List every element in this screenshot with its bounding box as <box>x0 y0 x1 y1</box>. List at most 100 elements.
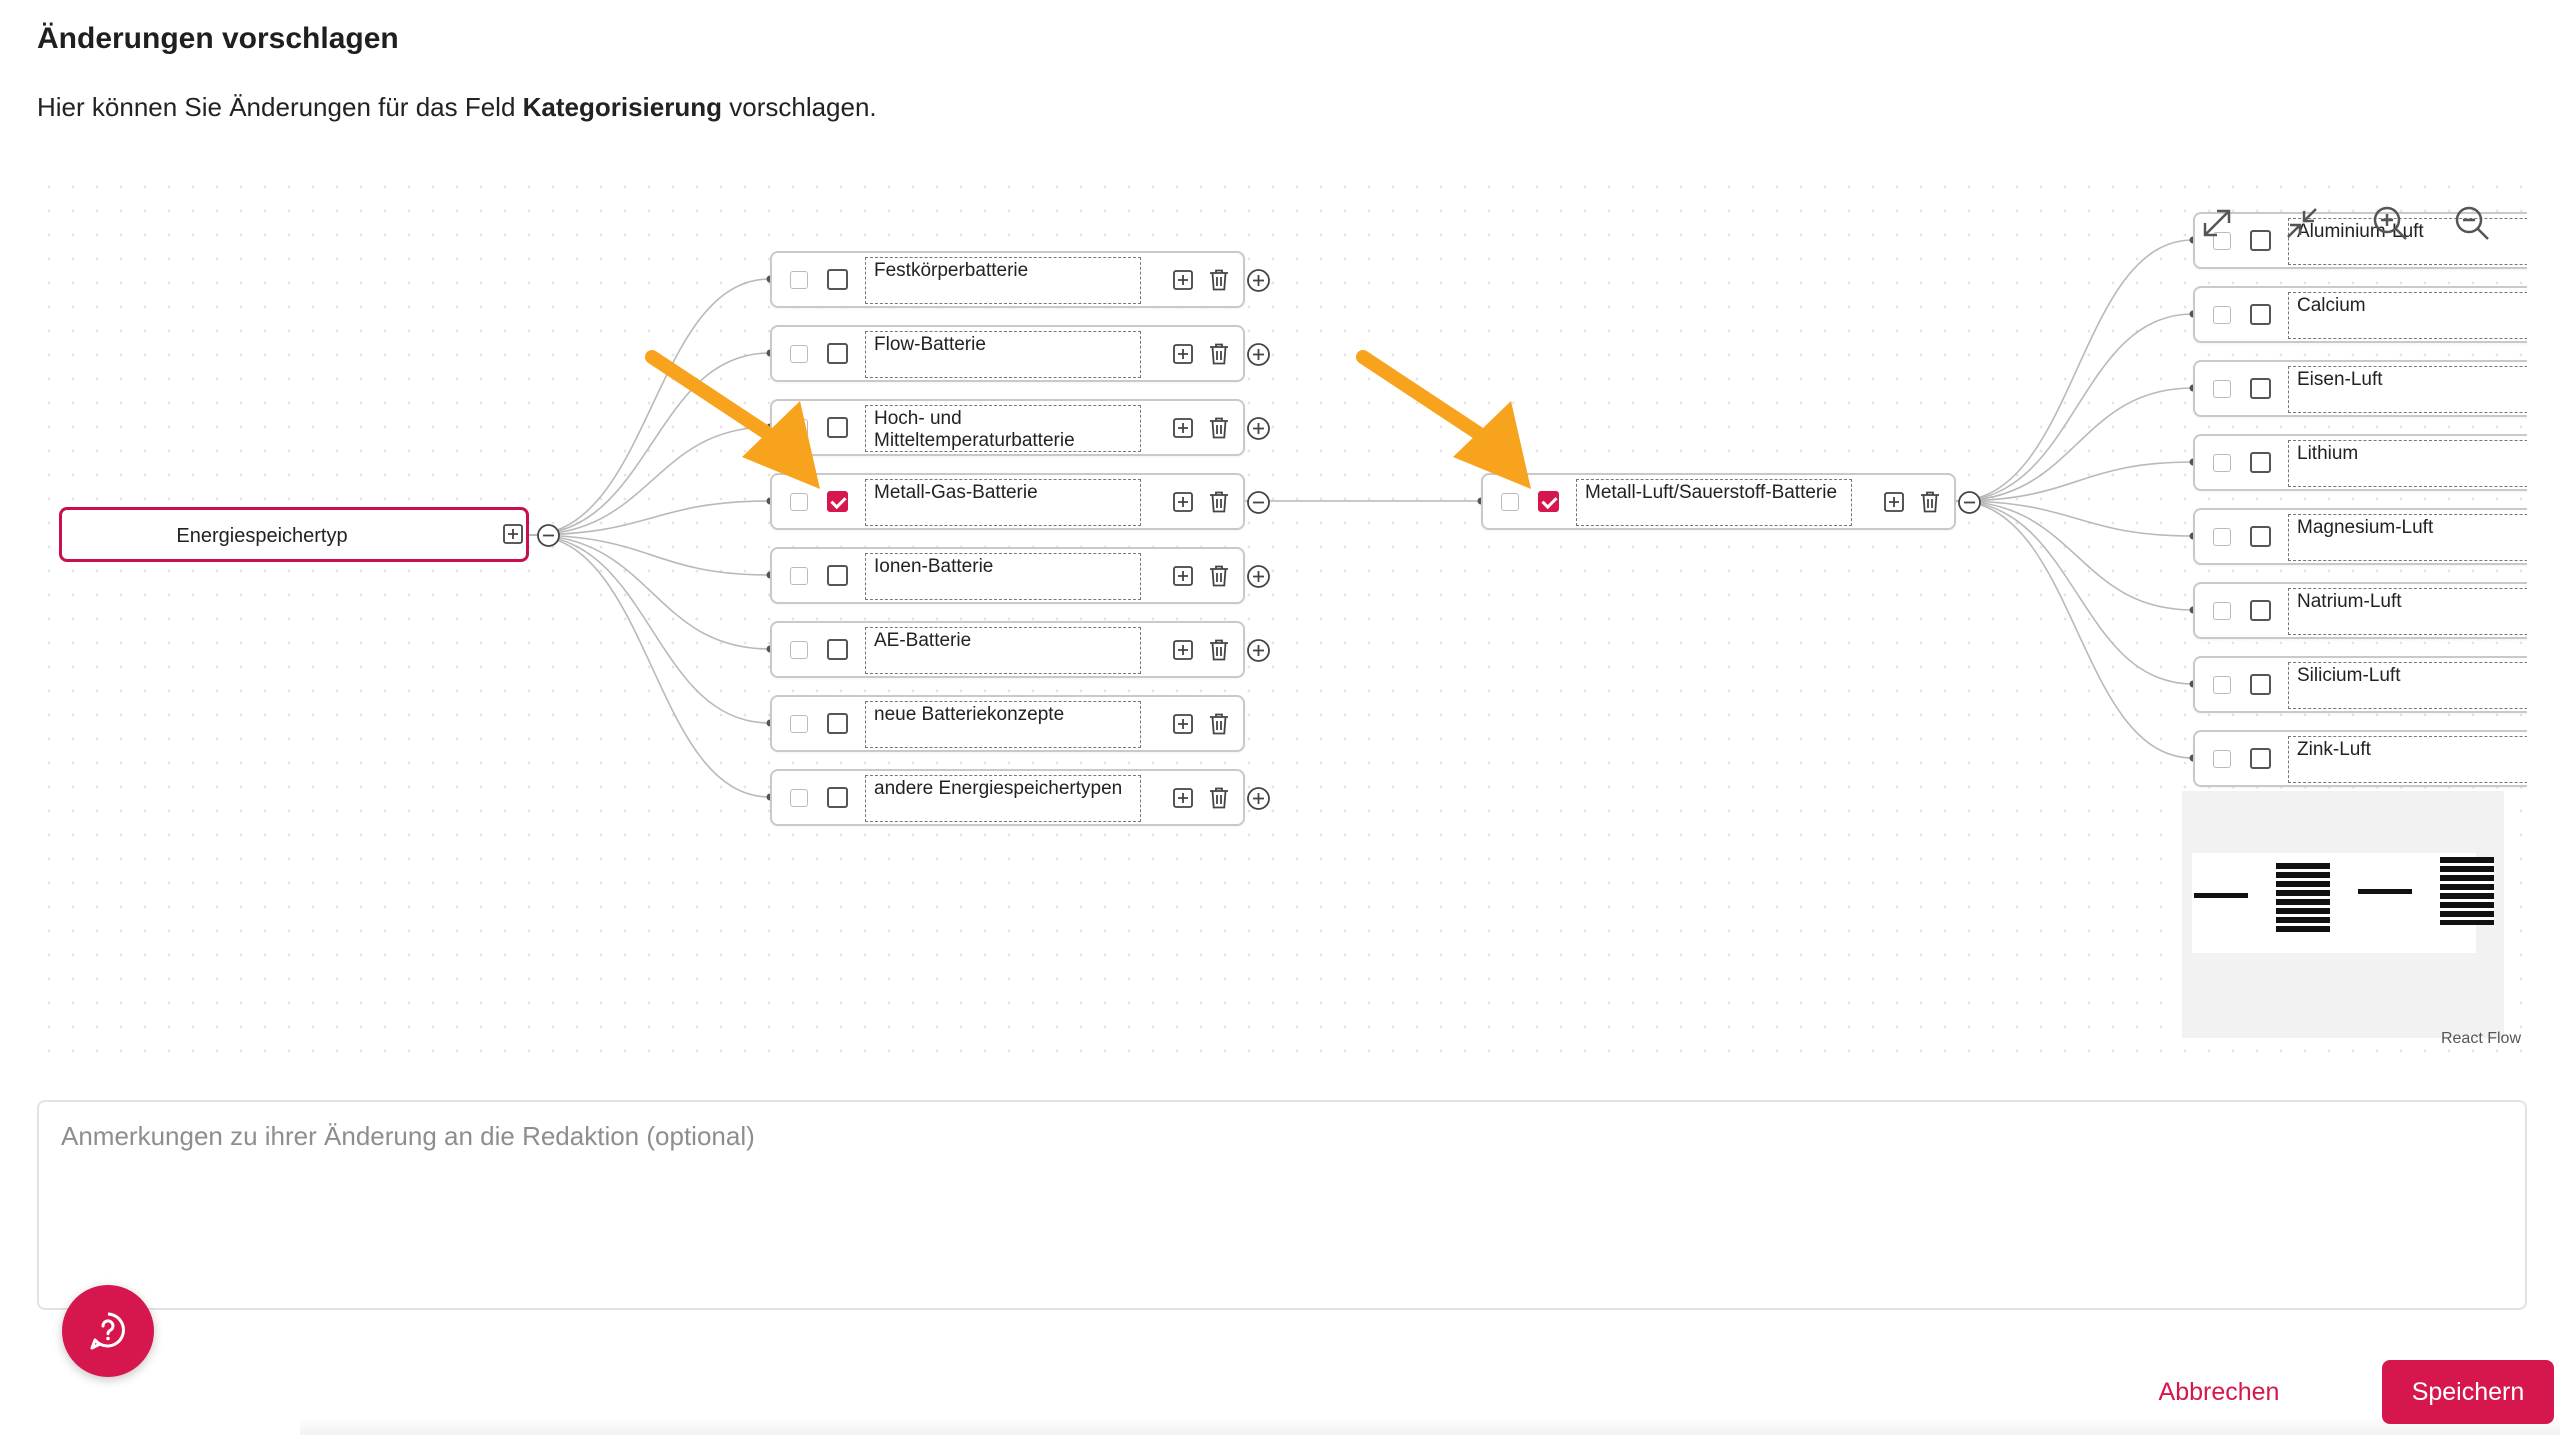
cancel-button[interactable]: Abbrechen <box>2130 1362 2308 1422</box>
category-node-ionen-batterie[interactable]: Ionen-Batterie <box>770 547 1270 604</box>
expand-icon[interactable] <box>1246 416 1271 441</box>
category-node-magnesium-luft[interactable]: Magnesium-Luft <box>2193 508 2527 565</box>
expand-icon[interactable] <box>1246 638 1271 663</box>
trash-icon[interactable] <box>1208 416 1230 440</box>
category-checkbox[interactable] <box>827 639 848 660</box>
add-child-icon[interactable] <box>1172 269 1194 291</box>
collapse-icon[interactable] <box>1957 490 1982 515</box>
expand-icon[interactable] <box>1246 342 1271 367</box>
category-node-metall-gas-batterie[interactable]: Metall-Gas-Batterie <box>770 473 1270 530</box>
category-label-input[interactable]: andere Energiespeichertypen <box>865 775 1141 822</box>
category-node-natrium-luft[interactable]: Natrium-Luft <box>2193 582 2527 639</box>
category-label-input[interactable]: neue Batteriekonzepte <box>865 701 1141 748</box>
expand-icon[interactable] <box>1246 564 1271 589</box>
trash-icon[interactable] <box>1208 268 1230 292</box>
category-checkbox[interactable] <box>2250 230 2271 251</box>
select-checkbox[interactable] <box>2213 602 2231 620</box>
trash-icon[interactable] <box>1208 564 1230 588</box>
trash-icon[interactable] <box>1208 786 1230 810</box>
trash-icon[interactable] <box>1919 490 1941 514</box>
add-child-icon[interactable] <box>1172 417 1194 439</box>
minimap[interactable] <box>2182 791 2504 1038</box>
select-checkbox[interactable] <box>2213 454 2231 472</box>
trash-icon[interactable] <box>1208 712 1230 736</box>
category-label-input[interactable]: Silicium-Luft <box>2288 662 2527 709</box>
trash-icon[interactable] <box>1208 342 1230 366</box>
fit-view-icon[interactable] <box>2197 203 2237 243</box>
add-child-icon[interactable] <box>1172 787 1194 809</box>
category-checkbox[interactable] <box>2250 452 2271 473</box>
category-label-input[interactable]: Aluminium-Luft <box>2288 218 2527 265</box>
category-checkbox[interactable] <box>2250 304 2271 325</box>
remarks-textarea[interactable]: Anmerkungen zu ihrer Änderung an die Red… <box>37 1100 2527 1310</box>
category-checkbox[interactable] <box>2250 378 2271 399</box>
category-checkbox[interactable] <box>827 417 848 438</box>
category-checkbox[interactable] <box>827 713 848 734</box>
category-flow-canvas[interactable]: Energiespeichertyp Festkörperbatterie Fl… <box>37 175 2527 1060</box>
collapse-icon[interactable] <box>536 523 561 548</box>
category-node-festkoerperbatterie[interactable]: Festkörperbatterie <box>770 251 1270 308</box>
category-node-flow-batterie[interactable]: Flow-Batterie <box>770 325 1270 382</box>
select-checkbox[interactable] <box>2213 232 2231 250</box>
trash-icon[interactable] <box>1208 490 1230 514</box>
select-checkbox[interactable] <box>2213 750 2231 768</box>
select-checkbox[interactable] <box>790 271 808 289</box>
category-node-aluminium-luft[interactable]: Aluminium-Luft <box>2193 212 2527 269</box>
category-label-input[interactable]: Calcium <box>2288 292 2527 339</box>
category-node-hoch-mitteltemperaturbatterie[interactable]: Hoch- und Mitteltemperaturbatterie <box>770 399 1270 456</box>
category-node-ae-batterie[interactable]: AE-Batterie <box>770 621 1270 678</box>
react-flow-attribution[interactable]: React Flow <box>2440 1030 2521 1047</box>
category-label-input[interactable]: Festkörperbatterie <box>865 257 1141 304</box>
category-label-input[interactable]: Metall-Gas-Batterie <box>865 479 1141 526</box>
category-node-eisen-luft[interactable]: Eisen-Luft <box>2193 360 2527 417</box>
add-child-icon[interactable] <box>1172 343 1194 365</box>
category-node-zink-luft[interactable]: Zink-Luft <box>2193 730 2527 787</box>
category-checkbox[interactable] <box>2250 526 2271 547</box>
category-node-silicium-luft[interactable]: Silicium-Luft <box>2193 656 2527 713</box>
category-label-input[interactable]: Metall-Luft/Sauerstoff-Batterie <box>1576 479 1852 526</box>
add-child-icon[interactable] <box>1172 565 1194 587</box>
category-checkbox[interactable] <box>827 269 848 290</box>
collapse-icon[interactable] <box>1246 490 1271 515</box>
select-checkbox[interactable] <box>2213 380 2231 398</box>
select-checkbox[interactable] <box>790 715 808 733</box>
select-checkbox[interactable] <box>2213 306 2231 324</box>
select-checkbox[interactable] <box>790 345 808 363</box>
select-checkbox[interactable] <box>790 641 808 659</box>
category-label-input[interactable]: Zink-Luft <box>2288 736 2527 783</box>
select-checkbox[interactable] <box>2213 676 2231 694</box>
category-label-input[interactable]: AE-Batterie <box>865 627 1141 674</box>
add-child-icon[interactable] <box>1883 491 1905 513</box>
select-checkbox[interactable] <box>2213 528 2231 546</box>
trash-icon[interactable] <box>1208 638 1230 662</box>
add-child-icon[interactable] <box>1172 639 1194 661</box>
add-child-icon[interactable] <box>1172 713 1194 735</box>
category-checkbox[interactable] <box>2250 600 2271 621</box>
category-node-calcium[interactable]: Calcium <box>2193 286 2527 343</box>
category-checkbox[interactable] <box>2250 748 2271 769</box>
help-button[interactable] <box>62 1285 154 1377</box>
category-checkbox[interactable] <box>827 343 848 364</box>
category-label-input[interactable]: Eisen-Luft <box>2288 366 2527 413</box>
category-label-input[interactable]: Natrium-Luft <box>2288 588 2527 635</box>
category-checkbox[interactable] <box>827 787 848 808</box>
category-node-neue-batteriekonzepte[interactable]: neue Batteriekonzepte <box>770 695 1245 752</box>
select-checkbox[interactable] <box>790 567 808 585</box>
zoom-out-icon[interactable] <box>2452 203 2492 243</box>
category-node-metall-luft-sauerstoff-batterie[interactable]: Metall-Luft/Sauerstoff-Batterie <box>1481 473 1981 530</box>
category-checkbox-checked[interactable] <box>1538 491 1559 512</box>
root-node[interactable]: Energiespeichertyp <box>59 507 560 562</box>
category-label-input[interactable]: Magnesium-Luft <box>2288 514 2527 561</box>
category-label-input[interactable]: Flow-Batterie <box>865 331 1141 378</box>
expand-icon[interactable] <box>1246 268 1271 293</box>
category-label-input[interactable]: Lithium <box>2288 440 2527 487</box>
select-checkbox[interactable] <box>1501 493 1519 511</box>
zoom-in-icon[interactable] <box>2370 203 2410 243</box>
select-checkbox[interactable] <box>790 493 808 511</box>
category-node-andere-energiespeichertypen[interactable]: andere Energiespeichertypen <box>770 769 1270 826</box>
save-button[interactable]: Speichern <box>2382 1360 2554 1424</box>
category-label-input[interactable]: Hoch- und Mitteltemperaturbatterie <box>865 405 1141 452</box>
category-node-lithium[interactable]: Lithium <box>2193 434 2527 491</box>
category-checkbox[interactable] <box>827 565 848 586</box>
collapse-view-icon[interactable] <box>2282 203 2322 243</box>
